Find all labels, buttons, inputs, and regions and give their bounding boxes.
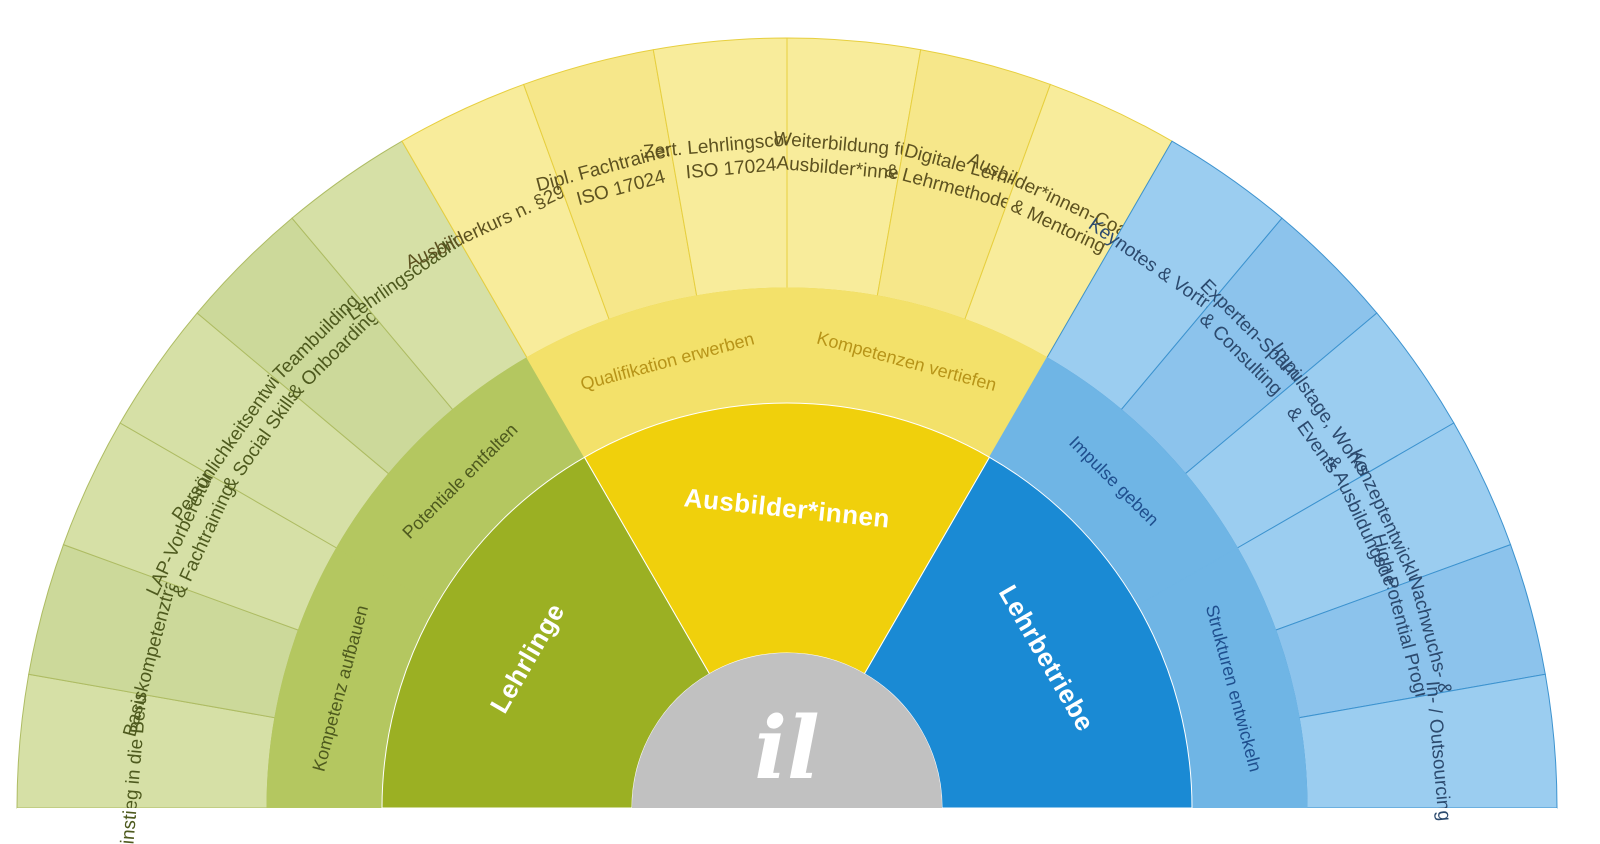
- base-edge: [17, 808, 1557, 810]
- core-segment-ausbilder: [583, 402, 991, 675]
- logo-disc: [632, 653, 942, 808]
- outer-ring: Einstieg in die BerufsweltBasiskompetenz…: [16, 37, 1558, 844]
- logo: il: [17, 653, 1557, 810]
- logo-text: il: [754, 698, 819, 799]
